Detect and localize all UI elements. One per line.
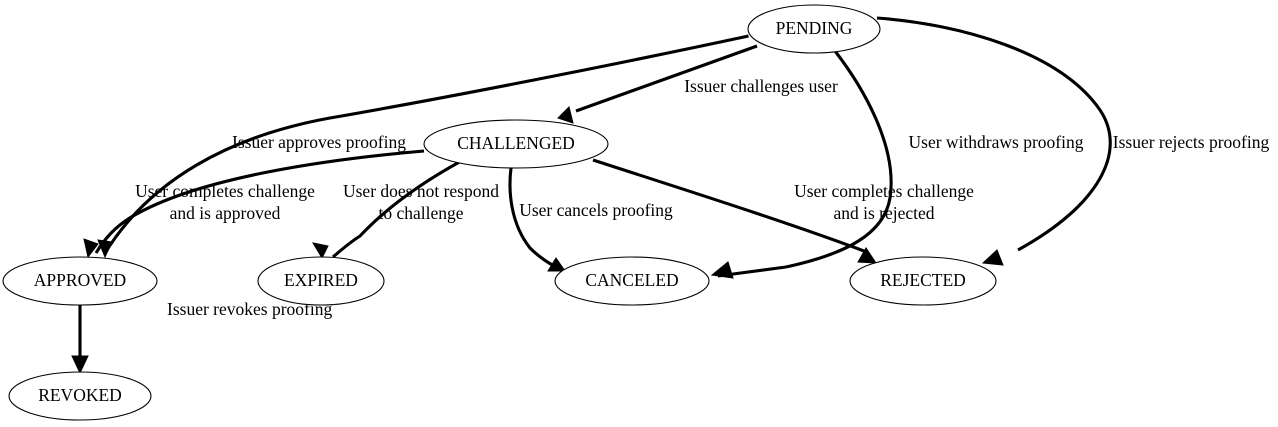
edge-label-pending-canceled: User withdraws proofing: [909, 132, 1084, 152]
edge-path-challenged-canceled: [508, 167, 555, 268]
edge-path-challenged-expired: [331, 158, 464, 259]
node-ellipse-approved: [2, 256, 158, 306]
edge-challenged-canceled[interactable]: User cancels proofing: [508, 167, 673, 272]
edge-path-challenged-rejected: [592, 158, 865, 253]
node-label-expired: EXPIRED: [284, 270, 358, 290]
node-expired[interactable]: EXPIRED: [257, 256, 385, 306]
edge-path-pending-challenged: [575, 44, 758, 113]
node-ellipse-expired: [257, 256, 385, 306]
node-ellipse-revoked: [8, 371, 152, 421]
edge-challenged-expired[interactable]: User does not respond to challenge: [311, 158, 499, 260]
edge-label-challenged-canceled: User cancels proofing: [519, 200, 673, 220]
node-revoked[interactable]: REVOKED: [8, 371, 152, 421]
node-ellipse-pending: [747, 4, 881, 54]
arrowhead-approved-revoked: [71, 355, 89, 375]
arrowhead-challenged-canceled: [547, 257, 566, 272]
arrowhead-challenged-expired: [311, 242, 329, 260]
node-approved[interactable]: APPROVED: [2, 256, 158, 306]
edge-label-pending-challenged: Issuer challenges user: [684, 76, 838, 96]
edge-label-challenged-rejected-line2: and is rejected: [833, 203, 934, 223]
edge-label-challenged-expired-line2: to challenge: [378, 203, 463, 223]
node-label-pending: PENDING: [776, 18, 853, 38]
edge-pending-canceled[interactable]: User withdraws proofing: [710, 50, 1084, 279]
edge-label-pending-rejected: Issuer rejects proofing: [1113, 132, 1270, 152]
arrowhead-pending-rejected: [981, 249, 1004, 266]
edge-pending-challenged[interactable]: Issuer challenges user: [557, 44, 838, 124]
node-ellipse-rejected: [849, 256, 997, 306]
node-label-canceled: CANCELED: [585, 270, 678, 290]
node-label-rejected: REJECTED: [880, 270, 966, 290]
edge-path-pending-rejected: [876, 16, 1112, 252]
arrowhead-challenged-rejected: [857, 247, 877, 264]
edge-pending-approved[interactable]: Issuer approves proofing: [97, 34, 749, 259]
edge-label-challenged-approved-line2: and is approved: [170, 203, 281, 223]
node-label-approved: APPROVED: [34, 270, 126, 290]
node-canceled[interactable]: CANCELED: [554, 256, 710, 306]
edge-path-challenged-approved: [94, 149, 425, 254]
node-challenged[interactable]: CHALLENGED: [423, 119, 609, 169]
node-label-challenged: CHALLENGED: [457, 133, 575, 153]
edge-path-pending-canceled: [785, 50, 893, 269]
edge-label-approved-revoked: Issuer revokes proofing: [167, 299, 332, 319]
edge-label-pending-approved: Issuer approves proofing: [232, 132, 406, 152]
edge-challenged-rejected[interactable]: User completes challenge and is rejected: [592, 158, 974, 264]
arrowhead-pending-challenged: [557, 106, 574, 124]
node-label-revoked: REVOKED: [38, 385, 122, 405]
edge-label-challenged-expired-line1: User does not respond: [343, 181, 499, 201]
edge-path-pending-canceled-tail: [717, 265, 787, 278]
edge-label-challenged-approved-line1: User completes challenge: [135, 181, 315, 201]
edge-approved-revoked[interactable]: Issuer revokes proofing: [71, 299, 332, 375]
edge-challenged-approved[interactable]: User completes challenge and is approved: [83, 149, 425, 259]
edge-label-challenged-rejected-line1: User completes challenge: [794, 181, 974, 201]
node-rejected[interactable]: REJECTED: [849, 256, 997, 306]
node-ellipse-challenged: [423, 119, 609, 169]
node-pending[interactable]: PENDING: [747, 4, 881, 54]
edge-pending-rejected[interactable]: Issuer rejects proofing: [876, 16, 1270, 266]
arrowhead-challenged-approved: [83, 238, 99, 259]
edge-path-pending-approved: [103, 34, 749, 254]
node-ellipse-canceled: [554, 256, 710, 306]
